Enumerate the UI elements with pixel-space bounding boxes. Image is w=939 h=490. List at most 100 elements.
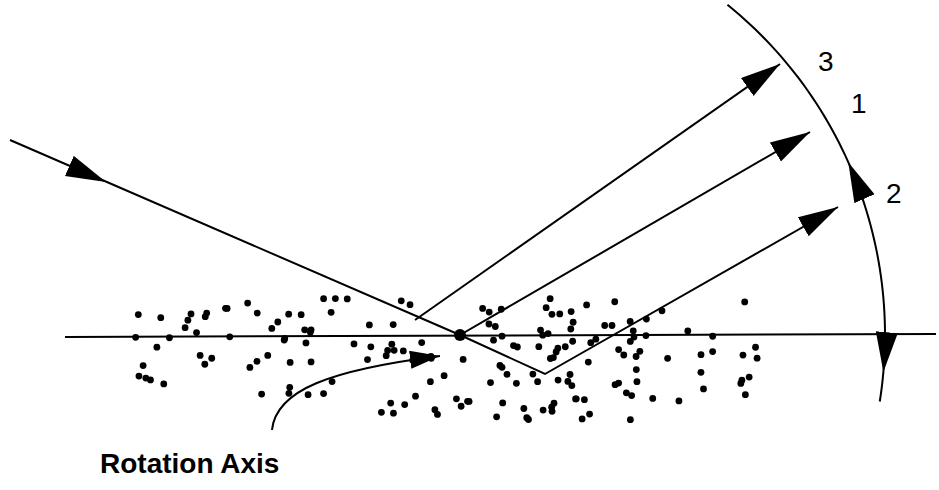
particle-dot — [754, 355, 761, 362]
particle-dot — [197, 352, 204, 359]
particle-dot — [201, 361, 208, 368]
sample-surface — [65, 334, 936, 337]
rotation-arc-line — [727, 5, 885, 402]
particle-dot — [308, 326, 315, 333]
particle-dot — [568, 382, 575, 389]
particle-dot — [520, 405, 527, 412]
particle-dot — [246, 364, 253, 371]
particle-dot — [140, 362, 147, 369]
particle-dot — [285, 311, 292, 318]
particle-dot — [268, 325, 275, 332]
particle-dot — [166, 334, 173, 341]
particle-dot — [378, 409, 385, 416]
particle-dot — [441, 372, 448, 379]
particle-dot — [286, 390, 293, 397]
particle-dot — [400, 347, 407, 354]
particle-dot — [492, 323, 499, 330]
particle-dot — [700, 386, 707, 393]
particle-dot — [320, 390, 327, 397]
particle-dot — [549, 408, 556, 415]
particle-dot — [534, 378, 541, 385]
particle-dot — [649, 395, 656, 402]
particle-dot — [698, 351, 705, 358]
particle-dot — [254, 358, 261, 365]
particle-dot — [586, 411, 593, 418]
particle-dot — [529, 371, 536, 378]
particle-dot — [523, 414, 530, 421]
particle-dot — [160, 381, 167, 388]
particle-dot — [630, 327, 637, 334]
particle-dot — [581, 396, 588, 403]
particle-dot — [568, 308, 575, 315]
particle-dot — [555, 377, 562, 384]
particle-dot — [387, 400, 394, 407]
particle-dot — [320, 295, 327, 302]
particle-dot — [664, 355, 671, 362]
rotation-arc — [727, 5, 885, 402]
particle-dot — [572, 396, 579, 403]
particle-dot — [741, 299, 748, 306]
reflected-ray-1 — [460, 132, 810, 335]
particle-dot — [493, 413, 500, 420]
particle-dot — [579, 415, 586, 422]
particle-dot — [208, 355, 215, 362]
particle-dot — [739, 377, 746, 384]
particle-dot — [188, 311, 195, 318]
particle-dot — [287, 359, 294, 366]
particle-dot — [609, 322, 616, 329]
particle-dot — [583, 302, 590, 309]
particle-dot — [344, 296, 351, 303]
particle-dot — [364, 356, 371, 363]
particle-dot — [135, 311, 142, 318]
particle-dot — [391, 347, 398, 354]
particle-dot — [514, 344, 521, 351]
rotation-axis-point — [454, 329, 466, 341]
particle-dot — [487, 379, 494, 386]
particle-dot — [274, 319, 281, 326]
particle-dot — [388, 341, 395, 348]
particle-dot — [554, 345, 561, 352]
leader-line — [272, 356, 440, 430]
particle-dot — [308, 359, 315, 366]
particle-dot — [432, 406, 439, 413]
particle-dot — [634, 378, 641, 385]
particle-dot — [258, 391, 265, 398]
particle-dot — [499, 364, 506, 371]
particle-dot — [627, 338, 634, 345]
particle-dot — [184, 317, 191, 324]
particle-dot — [193, 329, 200, 336]
particle-dot — [153, 344, 160, 351]
particle-dot — [490, 337, 497, 344]
particle-dot — [676, 398, 683, 405]
incident-arrowhead — [10, 140, 106, 182]
particle-dot — [709, 348, 716, 355]
particle-dot — [636, 348, 643, 355]
particle-dot — [367, 343, 374, 350]
particle-dot — [623, 389, 630, 396]
axis-label: Rotation Axis — [100, 450, 279, 478]
particle-dot — [556, 311, 563, 318]
particle-dot — [418, 339, 425, 346]
particle-dot — [587, 339, 594, 346]
particle-dot — [543, 304, 550, 311]
incident-ray — [10, 140, 460, 335]
particle-dot — [383, 352, 390, 359]
particle-dot — [601, 322, 608, 329]
particle-dot — [244, 300, 251, 307]
position-number: 2 — [886, 180, 902, 208]
particle-dot — [332, 295, 339, 302]
particle-dot — [567, 326, 574, 333]
particle-dot — [301, 326, 308, 333]
particle-dot — [504, 371, 511, 378]
particle-dot — [351, 341, 358, 348]
arc-arrowhead-down — [883, 291, 885, 372]
particle-dot — [698, 369, 705, 376]
particle-dot — [460, 356, 467, 363]
particle-dot — [305, 391, 312, 398]
particle-dot — [752, 344, 759, 351]
particle-dot — [390, 321, 397, 328]
particle-dot — [427, 378, 434, 385]
particle-dot — [401, 401, 408, 408]
particle-dot — [281, 337, 288, 344]
